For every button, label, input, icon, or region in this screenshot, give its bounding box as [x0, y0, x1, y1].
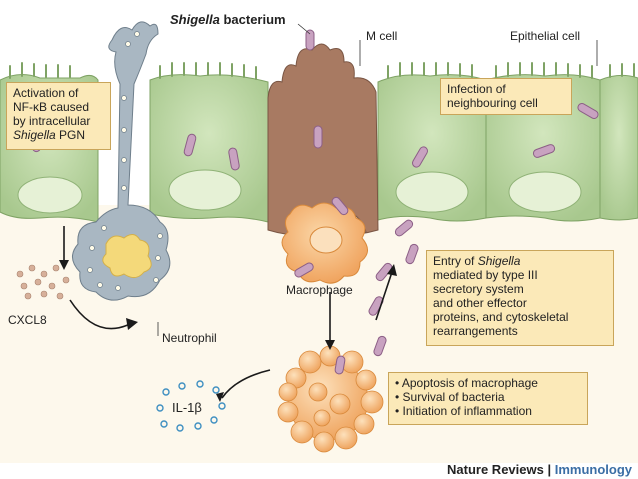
box-infection-neighbouring: Infection of neighbouring cell — [440, 78, 572, 115]
label-cxcl8: CXCL8 — [8, 313, 47, 327]
entry-line: rearrangements — [433, 324, 518, 338]
label-shigella-bacterium: Shigella bacterium — [170, 13, 286, 27]
label-macrophage: Macrophage — [286, 283, 353, 297]
entry-line: mediated by type III — [433, 268, 538, 282]
outcome-item: • Apoptosis of macrophage — [395, 376, 538, 390]
journal-credit: Nature Reviews | Immunology — [447, 462, 632, 477]
entry-shigella: Shigella — [477, 254, 521, 268]
brush-border — [9, 62, 635, 80]
neutrophil — [72, 21, 171, 301]
entry-line: and other effector — [433, 296, 527, 310]
nfkb-line: NF-κB caused — [13, 100, 90, 114]
apoptotic-macrophage — [277, 345, 384, 453]
infection-line: neighbouring cell — [447, 96, 538, 110]
outcome-item: • Initiation of inflammation — [395, 404, 532, 418]
label-m-cell: M cell — [366, 29, 398, 43]
shigella-bacteria — [27, 29, 599, 375]
arrow-heads — [59, 260, 397, 402]
neutrophil-nucleus — [102, 234, 152, 278]
epithelial-cell — [599, 74, 638, 221]
journal-section: Immunology — [554, 462, 632, 477]
entry-line: secretory system — [433, 282, 524, 296]
cell-nucleus — [168, 169, 242, 211]
box-entry-of-shigella: Entry of Shigella mediated by type III s… — [426, 250, 614, 346]
il1b-dots — [156, 380, 226, 432]
process-arrows — [63, 226, 393, 399]
box-outcomes: • Apoptosis of macrophage • Survival of … — [388, 372, 588, 425]
cell-nucleus — [17, 176, 83, 214]
nfkb-shigella: Shigella — [13, 128, 56, 142]
outcome-item: • Survival of bacteria — [395, 390, 505, 404]
shigella-word: Shigella — [170, 12, 220, 27]
neutrophil-granules — [87, 31, 163, 291]
cell-nucleus — [395, 171, 469, 213]
label-leaders — [157, 23, 598, 336]
label-epithelial-cell: Epithelial cell — [510, 29, 581, 43]
nfkb-line: by intracellular — [13, 114, 91, 128]
label-neutrophil: Neutrophil — [162, 331, 217, 345]
entry-line: Entry of Shigella — [433, 254, 607, 268]
nfkb-line: Shigella PGN — [13, 128, 104, 142]
label-il1b: IL-1β — [172, 400, 202, 415]
macrophage-nucleus — [309, 226, 343, 254]
cxcl8-chemokines — [16, 264, 70, 300]
nfkb-pgn: PGN — [55, 128, 86, 142]
journal-separator: | — [543, 462, 555, 477]
infection-line: Infection of — [447, 82, 506, 96]
entry-line: proteins, and cytoskeletal — [433, 310, 569, 324]
entry-of: Entry of — [433, 254, 478, 268]
bacterium-word: bacterium — [219, 12, 286, 27]
box-nfkb-activation: Activation of NF-κB caused by intracellu… — [6, 82, 111, 150]
journal-name: Nature Reviews — [447, 462, 544, 477]
cell-nucleus — [508, 171, 582, 213]
nfkb-line: Activation of — [13, 86, 79, 100]
